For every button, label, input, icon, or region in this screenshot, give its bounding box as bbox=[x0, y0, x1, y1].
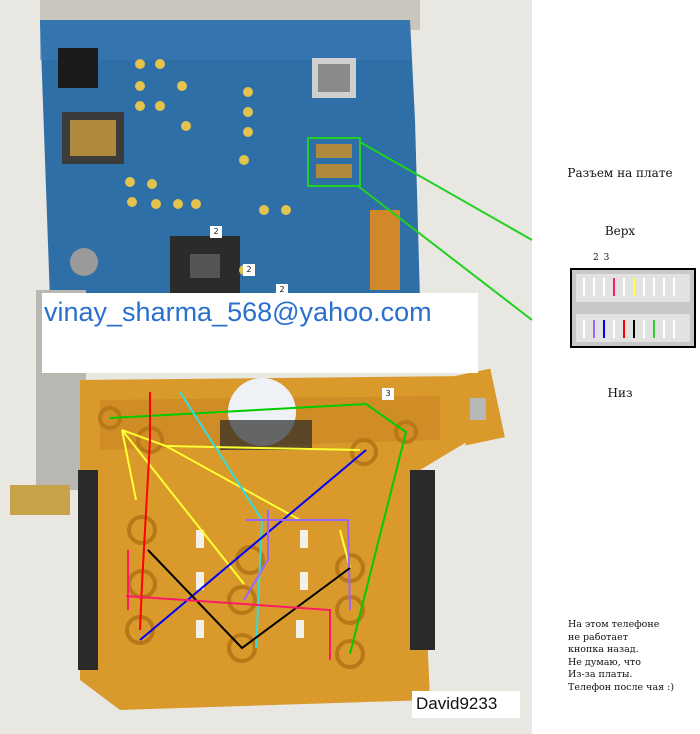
email-watermark-box bbox=[42, 293, 478, 373]
vibration-motor bbox=[70, 248, 98, 276]
callout-lines bbox=[357, 141, 532, 321]
note-text: На этом телефоне не работает кнопка наза… bbox=[568, 619, 698, 695]
trace-overlays bbox=[109, 391, 408, 660]
bottom-label: Низ bbox=[607, 386, 633, 400]
marker-number: 2 bbox=[243, 264, 255, 276]
connector-top-pins bbox=[583, 278, 675, 296]
note-line: Не думаю, что bbox=[568, 656, 641, 668]
top-label: Верх bbox=[604, 224, 636, 238]
note-line: не работает bbox=[568, 631, 628, 643]
note-line: На этом телефоне bbox=[568, 619, 660, 630]
note-line: Из-за платы. bbox=[568, 669, 633, 681]
chip bbox=[58, 48, 98, 88]
connector-bottom-pins bbox=[583, 320, 675, 338]
marker-number: 3 bbox=[382, 388, 394, 400]
author-watermark-box bbox=[412, 691, 520, 718]
connector-label: Разъем на плате bbox=[567, 166, 673, 180]
connector-highlight bbox=[307, 137, 361, 187]
note-line: Телефон после чая :) bbox=[568, 681, 675, 693]
marker-number: 2 bbox=[210, 226, 222, 238]
email-watermark: vinay_sharma_568@yahoo.com bbox=[44, 297, 432, 327]
pin-numbers: 2 3 bbox=[593, 253, 611, 263]
keypad-resistors bbox=[196, 530, 308, 638]
note-line: кнопка назад. bbox=[568, 644, 639, 656]
author-watermark: David9233 bbox=[416, 694, 498, 713]
test-pads bbox=[125, 59, 291, 275]
connector-pinout-diagram bbox=[570, 268, 696, 348]
